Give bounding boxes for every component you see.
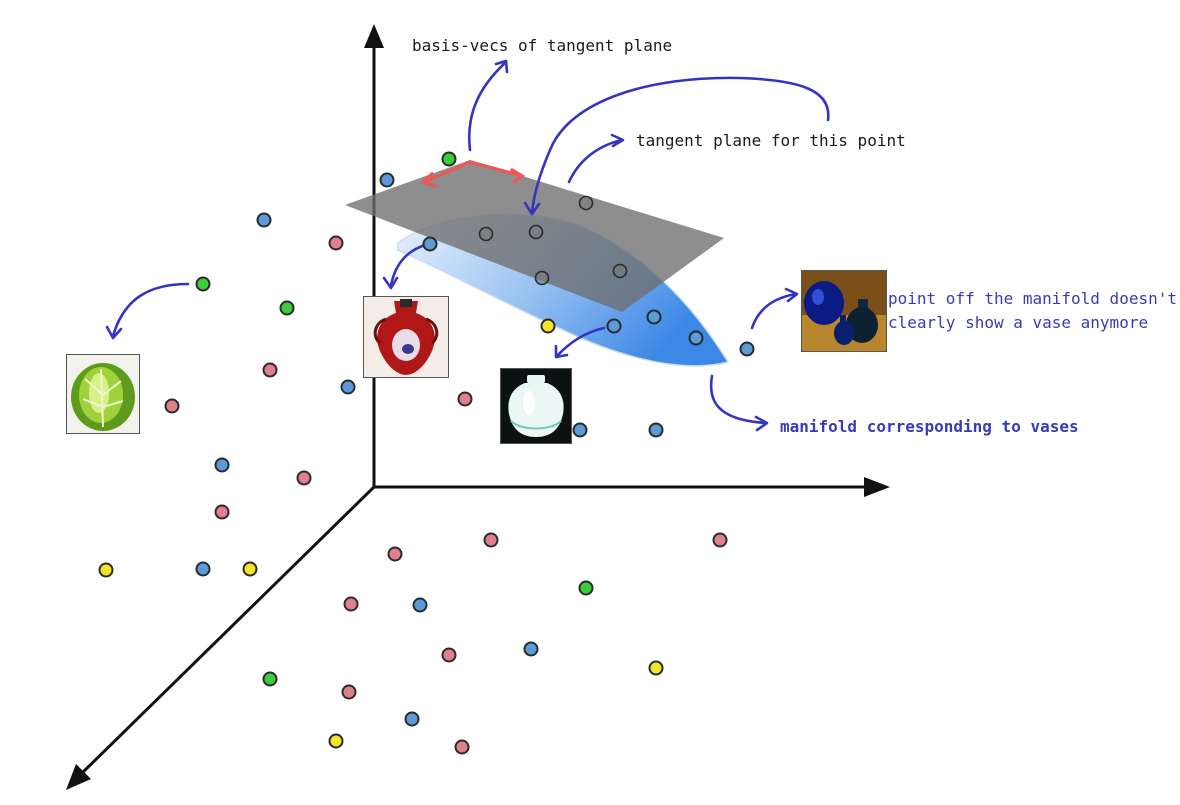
data-point [648, 660, 664, 676]
data-point [343, 596, 359, 612]
basis-vector-left [422, 160, 472, 184]
arrow-to-white-vase [555, 326, 606, 358]
data-point [478, 226, 494, 242]
data-point [328, 235, 344, 251]
arrow-loop-to-point [530, 76, 830, 214]
data-point [256, 212, 272, 228]
arrow-to-basis-label [468, 60, 508, 152]
data-point [441, 151, 457, 167]
data-point [164, 398, 180, 414]
data-point [648, 422, 664, 438]
data-point [578, 580, 594, 596]
arrow-to-tangent-label [567, 138, 624, 184]
y-axis [78, 485, 376, 777]
arrow-to-manifold-label [709, 374, 768, 425]
data-point [612, 263, 628, 279]
red-vase-icon [364, 297, 448, 377]
basis-vector-left-head [419, 172, 437, 188]
y-axis-arrowhead [66, 764, 91, 790]
tangent-plane-label: tangent plane for this point [636, 131, 906, 150]
data-point [712, 532, 728, 548]
data-point [262, 671, 278, 687]
data-point [214, 504, 230, 520]
data-point [572, 422, 588, 438]
arrow-to-cabbage [111, 282, 190, 338]
data-point [341, 684, 357, 700]
annotation-arrows [105, 59, 830, 432]
red-vase-image [363, 296, 449, 378]
white-vase-image [500, 368, 572, 444]
data-point [523, 641, 539, 657]
x-axis-arrowhead [864, 477, 890, 497]
data-point [412, 597, 428, 613]
axes [66, 24, 890, 790]
data-point [483, 532, 499, 548]
data-point [98, 562, 114, 578]
basis-vector-right-head [510, 168, 526, 184]
data-point [540, 318, 556, 334]
white-vase-icon [501, 369, 571, 443]
blue-vases-image [801, 270, 887, 352]
data-point [328, 733, 344, 749]
data-points [98, 151, 755, 755]
data-point [214, 457, 230, 473]
data-point [195, 561, 211, 577]
basis-vector-right [468, 160, 524, 178]
data-point [578, 195, 594, 211]
data-point [279, 300, 295, 316]
data-point [404, 711, 420, 727]
data-point [422, 236, 438, 252]
data-point [340, 379, 356, 395]
arrow-to-blue-vases [750, 292, 798, 330]
off-manifold-label-line2: clearly show a vase anymore [888, 313, 1149, 332]
data-point [296, 470, 312, 486]
data-point [195, 276, 211, 292]
data-point [528, 224, 544, 240]
cabbage-icon [67, 355, 139, 433]
z-axis-arrowhead [364, 24, 384, 48]
data-point [242, 561, 258, 577]
data-point [262, 362, 278, 378]
data-point [387, 546, 403, 562]
data-point [454, 739, 470, 755]
data-point [688, 330, 704, 346]
data-point [534, 270, 550, 286]
cabbage-image [66, 354, 140, 434]
manifold-label: manifold corresponding to vases [780, 417, 1079, 436]
data-point [457, 391, 473, 407]
off-manifold-label-line1: point off the manifold doesn't [888, 289, 1177, 308]
data-point [379, 172, 395, 188]
data-point [606, 318, 622, 334]
data-point [646, 309, 662, 325]
data-point [441, 647, 457, 663]
basis-vecs-label: basis-vecs of tangent plane [412, 36, 673, 55]
basis-vectors [419, 160, 526, 188]
blue-vases-icon [802, 271, 886, 351]
data-point [739, 341, 755, 357]
